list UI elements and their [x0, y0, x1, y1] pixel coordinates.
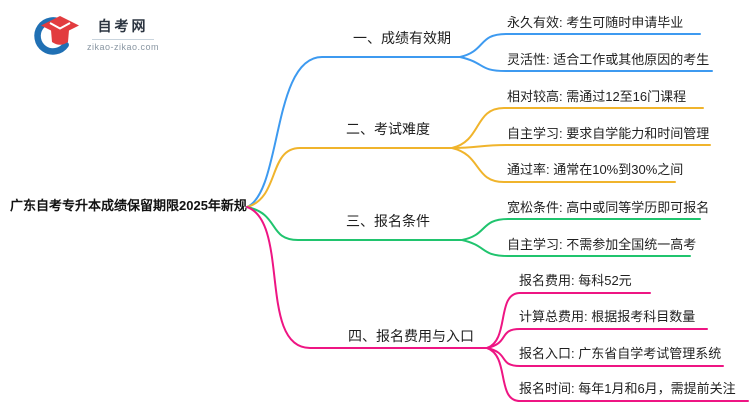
- logo-text: 自考网 zikao-zikao.com: [87, 16, 159, 52]
- branch2-fork1-line: [451, 107, 704, 149]
- branch3-main-line: [246, 206, 463, 241]
- root-node-label: 广东自考专升本成绩保留期限2025年新规: [10, 198, 247, 213]
- branch3-fork2-line: [461, 239, 691, 257]
- branch4-fork3-line: [486, 347, 724, 367]
- branch4-label: 四、报名费用与入口: [348, 328, 474, 344]
- branch2-item1-label: 相对较高: 需通过12至16门课程: [507, 89, 687, 104]
- branch1-label: 一、成绩有效期: [353, 30, 451, 46]
- branch2-fork2-line: [451, 144, 711, 149]
- logo-divider: [92, 39, 155, 40]
- site-logo: 自考网 zikao-zikao.com: [33, 11, 159, 57]
- branch2-item2-label: 自主学习: 要求自学能力和时间管理: [507, 126, 710, 141]
- branch2-label: 二、考试难度: [346, 121, 430, 137]
- graduation-cap-icon: [34, 16, 79, 55]
- branch4-item3-label: 报名入口: 广东省自学考试管理系统: [519, 346, 722, 361]
- branch4-main-line: [246, 206, 488, 349]
- branch1-item1-label: 永久有效: 考生可随时申请毕业: [507, 15, 684, 30]
- logo-site-domain: zikao-zikao.com: [87, 42, 160, 52]
- branch1-fork2-line: [459, 56, 713, 72]
- branch4-item4-label: 报名时间: 每年1月和6月，需提前关注: [519, 381, 736, 396]
- branch4-fork4-line: [486, 347, 749, 402]
- branch2-fork3-line: [451, 147, 676, 183]
- branch4-fork1-line: [486, 292, 651, 349]
- logo-site-name: 自考网: [97, 18, 149, 34]
- branch3-item1-label: 宽松条件: 高中或同等学历即可报名: [507, 200, 710, 215]
- branch4-item2-label: 计算总费用: 根据报考科目数量: [519, 309, 696, 324]
- branch1-main-line: [246, 56, 461, 208]
- branch2-main-line: [246, 147, 453, 208]
- branch1-fork1-line: [459, 33, 701, 58]
- branch4-fork2-line: [486, 328, 708, 349]
- branch1-item2-label: 灵活性: 适合工作或其他原因的考生: [507, 52, 710, 67]
- branch4-item1-label: 报名费用: 每科52元: [519, 273, 632, 288]
- branch3-item2-label: 自主学习: 不需参加全国统一高考: [507, 237, 697, 252]
- branch2-item3-label: 通过率: 通常在10%到30%之间: [507, 162, 684, 177]
- branch3-fork1-line: [461, 218, 701, 241]
- branch3-label: 三、报名条件: [346, 213, 430, 229]
